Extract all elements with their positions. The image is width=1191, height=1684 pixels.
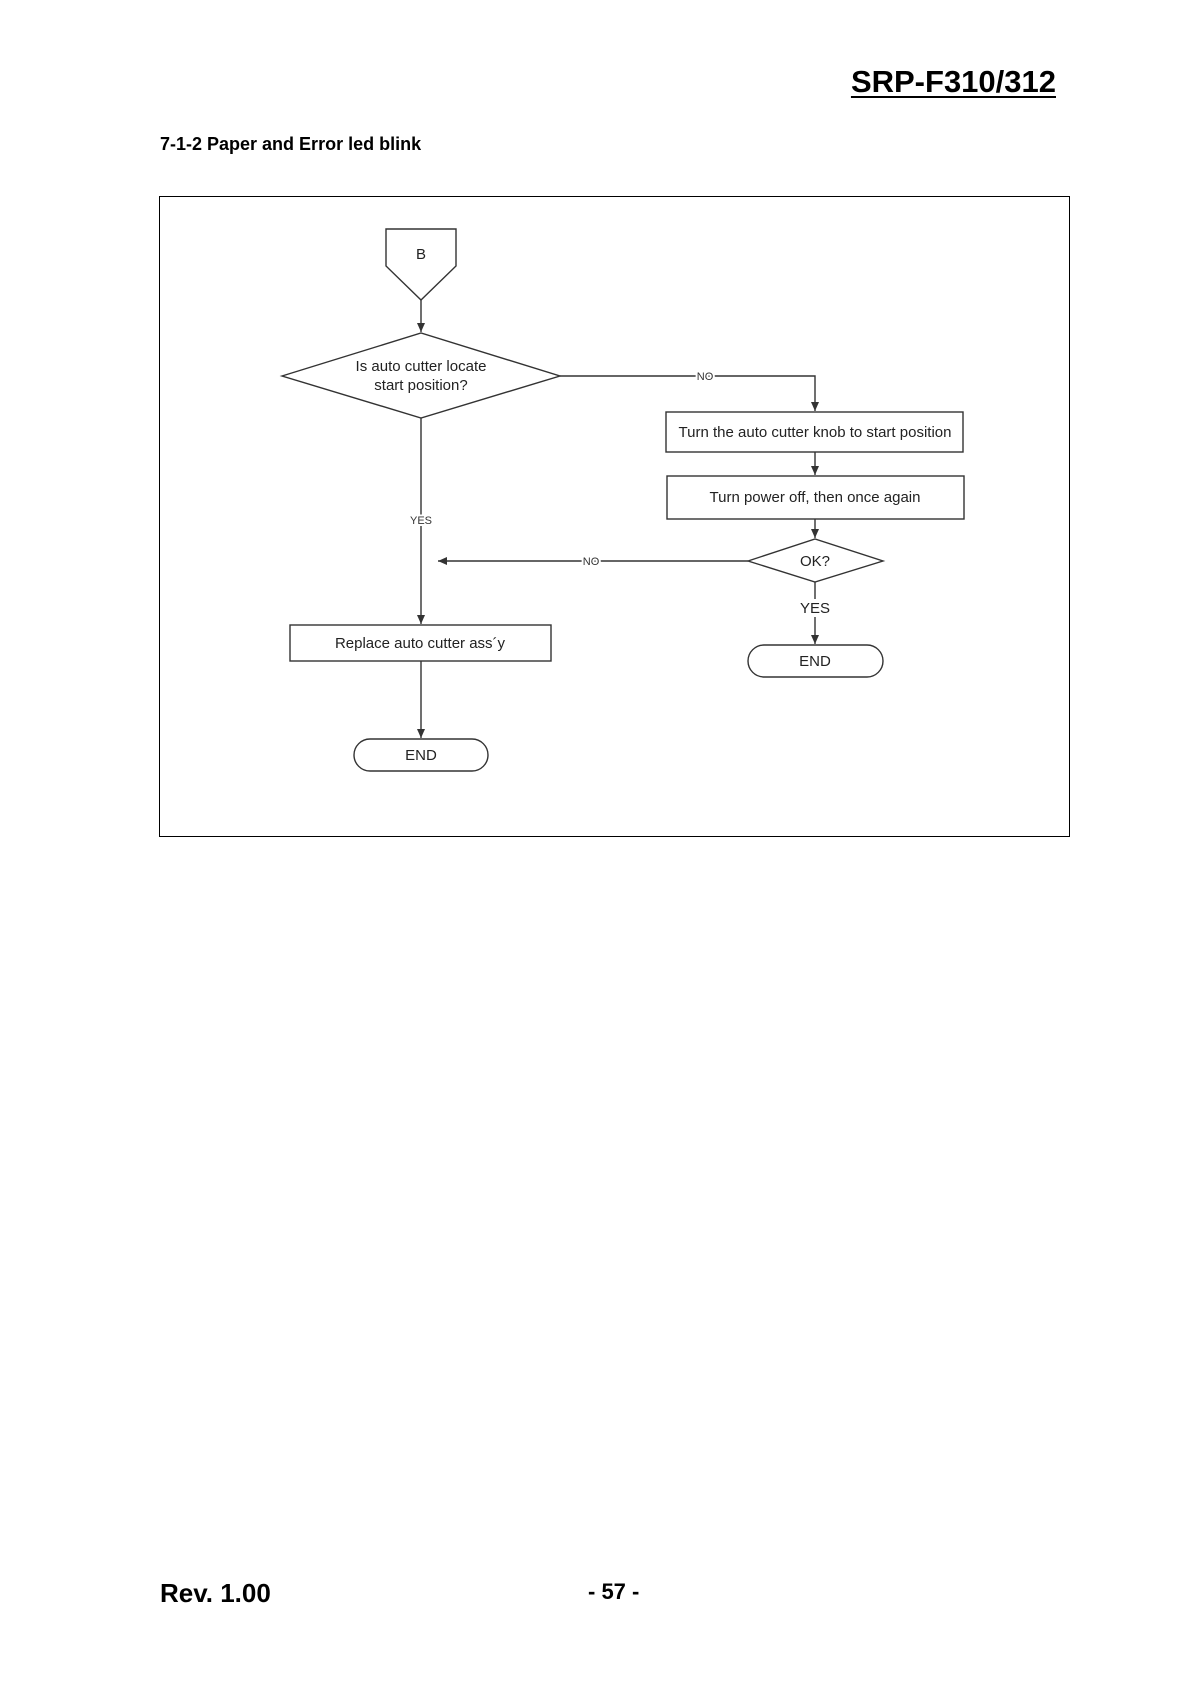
decision-2-no-label: NO [583,556,600,568]
step-replace-cutter-label: Replace auto cutter ass´y [335,635,506,652]
decision-1-yes-label: YES [410,515,432,527]
decision-1-label-line-2: start position? [374,377,467,394]
revision-label: Rev. 1.00 [160,1578,271,1609]
decision-auto-cutter-start-position [282,333,560,418]
decision-1-no-label: NO [697,371,714,383]
step-power-cycle-label: Turn power off, then once again [710,489,921,506]
step-turn-knob-label: Turn the auto cutter knob to start posit… [679,424,952,441]
document-model-header: SRP-F310/312 [851,64,1056,100]
flowchart-diagram: B Is auto cutter locate start position? … [160,197,1069,836]
terminator-end-left-label: END [405,747,437,764]
page-number: - 57 - [588,1579,639,1605]
flowchart-frame: B Is auto cutter locate start position? … [159,196,1070,837]
offpage-connector-label: B [416,246,426,263]
decision-1-label-line-1: Is auto cutter locate [356,358,487,375]
section-title: 7-1-2 Paper and Error led blink [160,134,421,155]
terminator-end-right-label: END [799,653,831,670]
offpage-connector-b [386,229,456,300]
arrow-decision-1-no [560,376,815,411]
decision-2-yes-label: YES [800,600,830,617]
decision-2-label: OK? [800,553,830,570]
